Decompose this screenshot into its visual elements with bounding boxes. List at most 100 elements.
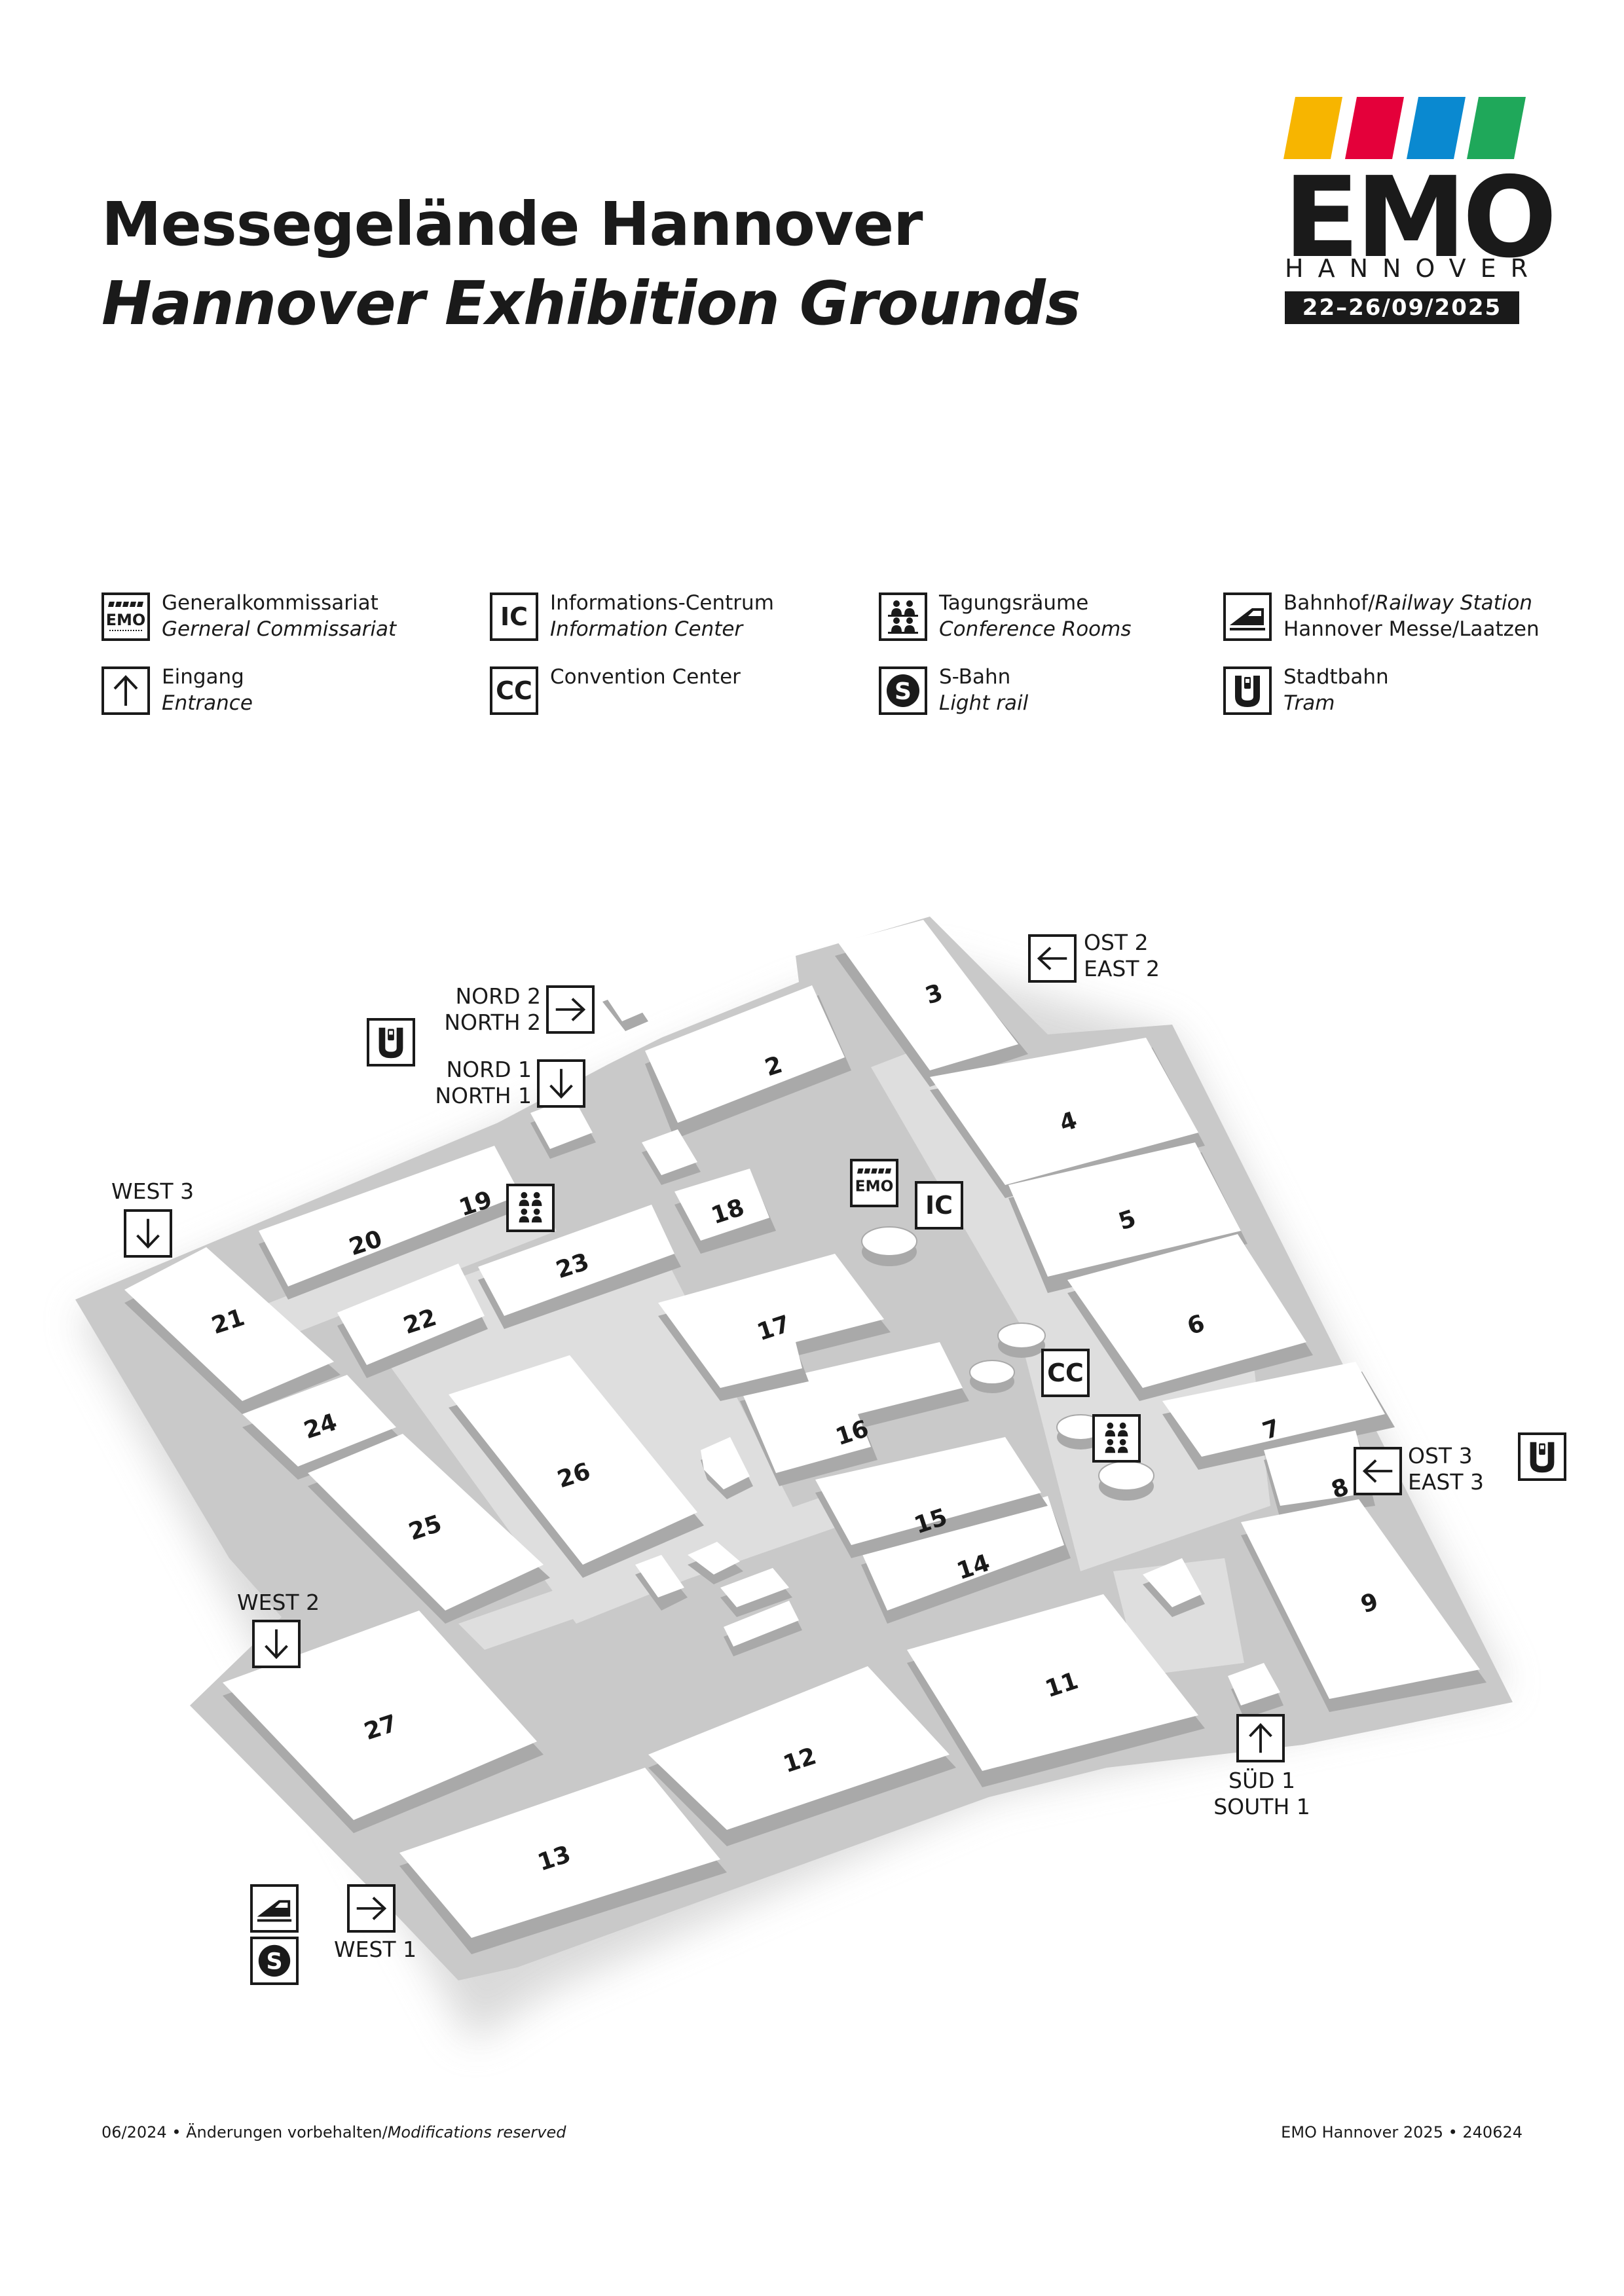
legend-entrance: Eingang Entrance — [101, 665, 253, 716]
people-icon — [1105, 1422, 1128, 1453]
legend-label-en: Tram — [1283, 691, 1335, 715]
hall-6 — [1067, 1234, 1313, 1401]
legend-tram: Stadtbahn Tram — [1223, 665, 1389, 716]
entrance-west3-label: WEST 3 — [111, 1178, 194, 1205]
train-icon — [257, 1900, 292, 1922]
legend-label: Generalkommissariat — [162, 591, 378, 615]
arrow-down-icon — [265, 1629, 288, 1660]
cc-icon-text: CC — [1047, 1358, 1084, 1387]
entrance-label-en: NORTH 1 — [435, 1083, 532, 1108]
entrance-west3-arrow — [124, 1209, 172, 1258]
legend-label-en: Gerneral Commissariat — [162, 617, 397, 641]
legend-railway-station: Bahnhof/Railway Station Hannover Messe/L… — [1223, 590, 1540, 642]
hall-15 — [815, 1437, 1048, 1558]
entrance-west2-label: WEST 2 — [237, 1590, 320, 1616]
legend-label: S-Bahn — [939, 665, 1011, 689]
footer-left-de: 06/2024 • Änderungen vorbehalten/ — [101, 2123, 388, 2141]
hall-25 — [308, 1434, 550, 1624]
logo-dates: 22–26/09/2025 — [1285, 291, 1519, 324]
logo-city: HANNOVER — [1285, 254, 1543, 283]
legend-label-en: Information Center — [550, 617, 743, 641]
hall-3 — [835, 920, 1028, 1087]
entrance-sued1-label: SÜD 1 SOUTH 1 — [1213, 1768, 1311, 1820]
map-info-center: IC — [915, 1181, 963, 1230]
map-railway-station — [250, 1884, 299, 1933]
hall-16 — [740, 1342, 969, 1486]
legend-label-2: Hannover Messe/Laatzen — [1283, 617, 1540, 641]
emo-logo-icon: EMO — [855, 1168, 894, 1195]
legend-conference-rooms: Tagungsräume Conference Rooms — [879, 591, 1132, 642]
entrance-label-de: NORD 1 — [446, 1057, 532, 1082]
arrow-right-icon — [555, 998, 586, 1021]
entrance-ost2-arrow — [1028, 934, 1077, 983]
entrance-nord2-arrow — [546, 985, 595, 1034]
logo-stripe-red — [1345, 97, 1404, 159]
hall-9 — [1241, 1499, 1486, 1712]
hall-19-20 — [259, 1146, 524, 1300]
entrance-nord1-arrow — [537, 1059, 585, 1108]
legend-label-en-part: Railway Station — [1375, 591, 1533, 615]
arrow-down-icon — [549, 1068, 573, 1099]
legend-label-en: Conference Rooms — [939, 617, 1132, 641]
entrance-label-de: OST 3 — [1408, 1443, 1473, 1468]
legend-label: Tagungsräume — [939, 591, 1089, 615]
footer-left: 06/2024 • Änderungen vorbehalten/Modific… — [101, 2123, 566, 2141]
hall-21 — [124, 1247, 341, 1414]
map-conference-rooms-2 — [1092, 1414, 1141, 1463]
hall-7 — [1162, 1362, 1395, 1470]
arrow-up-icon — [101, 666, 150, 715]
map-convention-center: CC — [1041, 1349, 1090, 1397]
entrance-label-de: WEST 3 — [111, 1178, 194, 1204]
hall-2 — [645, 985, 851, 1139]
logo-stripes — [1283, 97, 1526, 159]
map-s-bahn: S — [250, 1937, 299, 1985]
tram-icon — [1530, 1442, 1555, 1473]
entrance-label-en: EAST 3 — [1408, 1469, 1485, 1495]
arrow-up-icon — [1249, 1722, 1272, 1753]
entrance-ost3-arrow — [1354, 1447, 1402, 1495]
tram-stop-north — [367, 1018, 415, 1066]
entrance-nord1-label: NORD 1 NORTH 1 — [432, 1057, 532, 1109]
entrance-west1-arrow — [347, 1884, 396, 1933]
entrance-label-en: SOUTH 1 — [1213, 1794, 1310, 1819]
hall-18 — [674, 1169, 776, 1254]
entrance-west1-label: WEST 1 — [334, 1937, 416, 1963]
page-title: Messegelände Hannover Hannover Exhibitio… — [101, 185, 1081, 344]
svg-text:S: S — [895, 678, 912, 705]
emo-logo: EMO HANNOVER 22–26/09/2025 — [1283, 97, 1557, 326]
emo-logo-icon: EMO — [101, 592, 150, 641]
footer-right: EMO Hannover 2025 • 240624 — [1281, 2123, 1522, 2141]
entrance-label-de: SÜD 1 — [1228, 1768, 1295, 1793]
legend-label-en: Entrance — [162, 691, 253, 715]
tram-icon — [1223, 666, 1272, 715]
arrow-left-icon — [1362, 1459, 1393, 1483]
logo-stripe-green — [1467, 97, 1526, 159]
footer-left-en: Modifications reserved — [387, 2123, 566, 2141]
hall-23 — [478, 1205, 681, 1329]
hall-12 — [648, 1666, 956, 1846]
entrance-ost3-label: OST 3 EAST 3 — [1408, 1443, 1484, 1495]
hall-11 — [907, 1594, 1205, 1787]
map-conference-rooms-1 — [506, 1184, 555, 1232]
hall-22 — [337, 1264, 488, 1378]
ic-icon-text: IC — [925, 1191, 953, 1220]
svg-text:EMO: EMO — [106, 611, 146, 629]
people-icon — [519, 1192, 542, 1223]
entrance-nord2-label: NORD 2 NORTH 2 — [443, 983, 541, 1036]
s-bahn-icon: S — [258, 1944, 291, 1977]
hall-14 — [861, 1496, 1071, 1624]
legend-info-center: IC Informations-Centrum Information Cent… — [490, 591, 774, 642]
s-bahn-icon: S — [879, 666, 927, 715]
legend-label-de-part: Bahnhof/ — [1283, 591, 1375, 615]
svg-text:EMO: EMO — [855, 1178, 894, 1195]
entrance-sued1-arrow — [1236, 1714, 1285, 1762]
legend-label: Bahnhof/Railway Station — [1283, 590, 1540, 616]
logo-stripe-blue — [1407, 97, 1466, 159]
halls — [124, 920, 1486, 1954]
hall-24 — [242, 1375, 403, 1480]
arrow-left-icon — [1037, 947, 1067, 970]
legend-label: Stadtbahn — [1283, 665, 1389, 689]
entrance-west2-arrow — [252, 1620, 301, 1668]
arrow-right-icon — [356, 1897, 387, 1920]
